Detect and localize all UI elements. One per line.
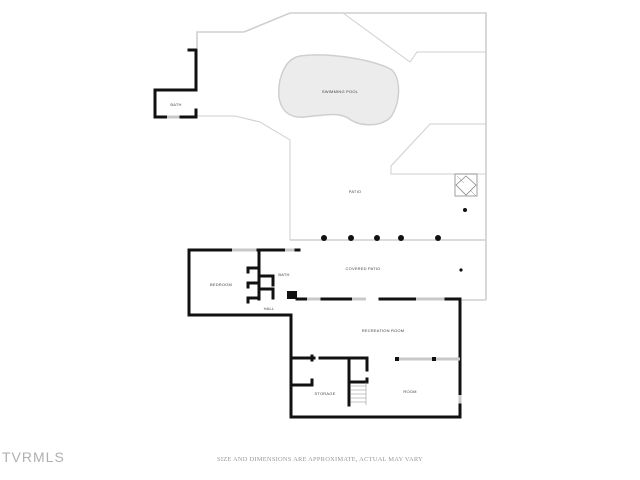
outdoor-structure	[390, 123, 486, 212]
label-covered-patio: COVERED PATIO	[346, 266, 381, 271]
label-bath-lower: BATH	[278, 272, 289, 277]
label-room: ROOM	[403, 389, 416, 394]
label-bedroom: BEDROOM	[210, 282, 232, 287]
label-swimming-pool: SWIMMING POOL	[322, 89, 359, 94]
disclaimer-text: SIZE AND DIMENSIONS ARE APPROXIMATE, ACT…	[217, 456, 423, 463]
bedroom-block: BEDROOM BATH HALL	[187, 248, 301, 317]
label-patio: PATIO	[349, 189, 361, 194]
recreation-block: RECREATION ROOM STORAGE ROOM	[289, 297, 462, 419]
label-bath-upper: BATH	[170, 102, 181, 107]
label-storage: STORAGE	[315, 391, 336, 396]
label-recreation-room: RECREATION ROOM	[362, 328, 404, 333]
patio-outline	[196, 12, 487, 241]
covered-patio-columns	[321, 235, 487, 301]
brand-logo: TVRMLS	[2, 449, 65, 465]
label-hall: HALL	[264, 306, 275, 311]
upper-bath: BATH	[153, 48, 198, 119]
swimming-pool: SWIMMING POOL	[278, 54, 400, 126]
